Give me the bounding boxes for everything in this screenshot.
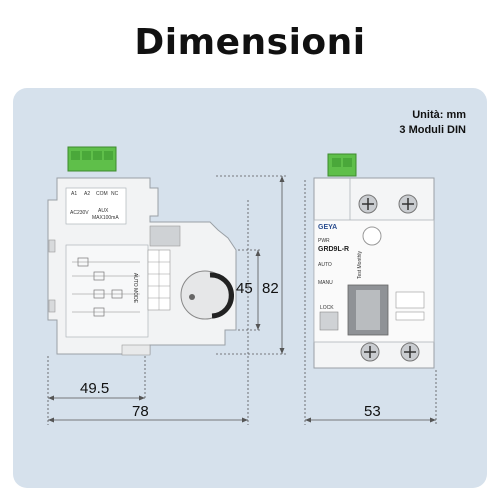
page-title: Dimensioni: [134, 22, 366, 63]
brand-logo: GEYA: [318, 224, 338, 231]
aux-label: AUX: [98, 208, 109, 214]
dim-height-window: 45: [236, 280, 253, 297]
dimension-lines-left: [47, 175, 286, 425]
model-label: GRD9L-R: [318, 246, 350, 253]
power-rating: AC230V: [70, 210, 89, 216]
pwr-label: PWR: [318, 238, 330, 244]
front-view-device: [313, 153, 435, 369]
dimension-arrows-right: [305, 417, 436, 423]
terminal-a1: A1: [71, 191, 78, 197]
aux-rating: MAX100mA: [92, 215, 119, 221]
unit-note: Unità: mm 3 Moduli DIN: [399, 108, 466, 138]
terminal-com: COM: [96, 191, 108, 197]
test-label: Test Monthly: [357, 250, 364, 280]
terminal-a2: A2: [84, 191, 91, 197]
dim-height-total: 82: [262, 280, 279, 297]
manu-label: MANU: [318, 280, 333, 286]
dim-depth: 53: [364, 403, 381, 420]
unit-label: Unità: mm: [412, 109, 466, 121]
dimension-lines-right: [304, 180, 437, 425]
dim-width-total: 78: [132, 403, 149, 420]
side-view-device: [47, 146, 237, 356]
mode-label: AUTO MODE: [132, 272, 139, 304]
selector-knob: [180, 270, 230, 320]
lock-label: LOCK: [320, 305, 334, 311]
dimension-arrows-left: [48, 176, 285, 423]
dim-width-small: 49.5: [80, 380, 110, 397]
module-label: 3 Moduli DIN: [399, 124, 466, 136]
auto-label: AUTO: [318, 262, 332, 268]
terminal-nc: NC: [111, 191, 119, 197]
